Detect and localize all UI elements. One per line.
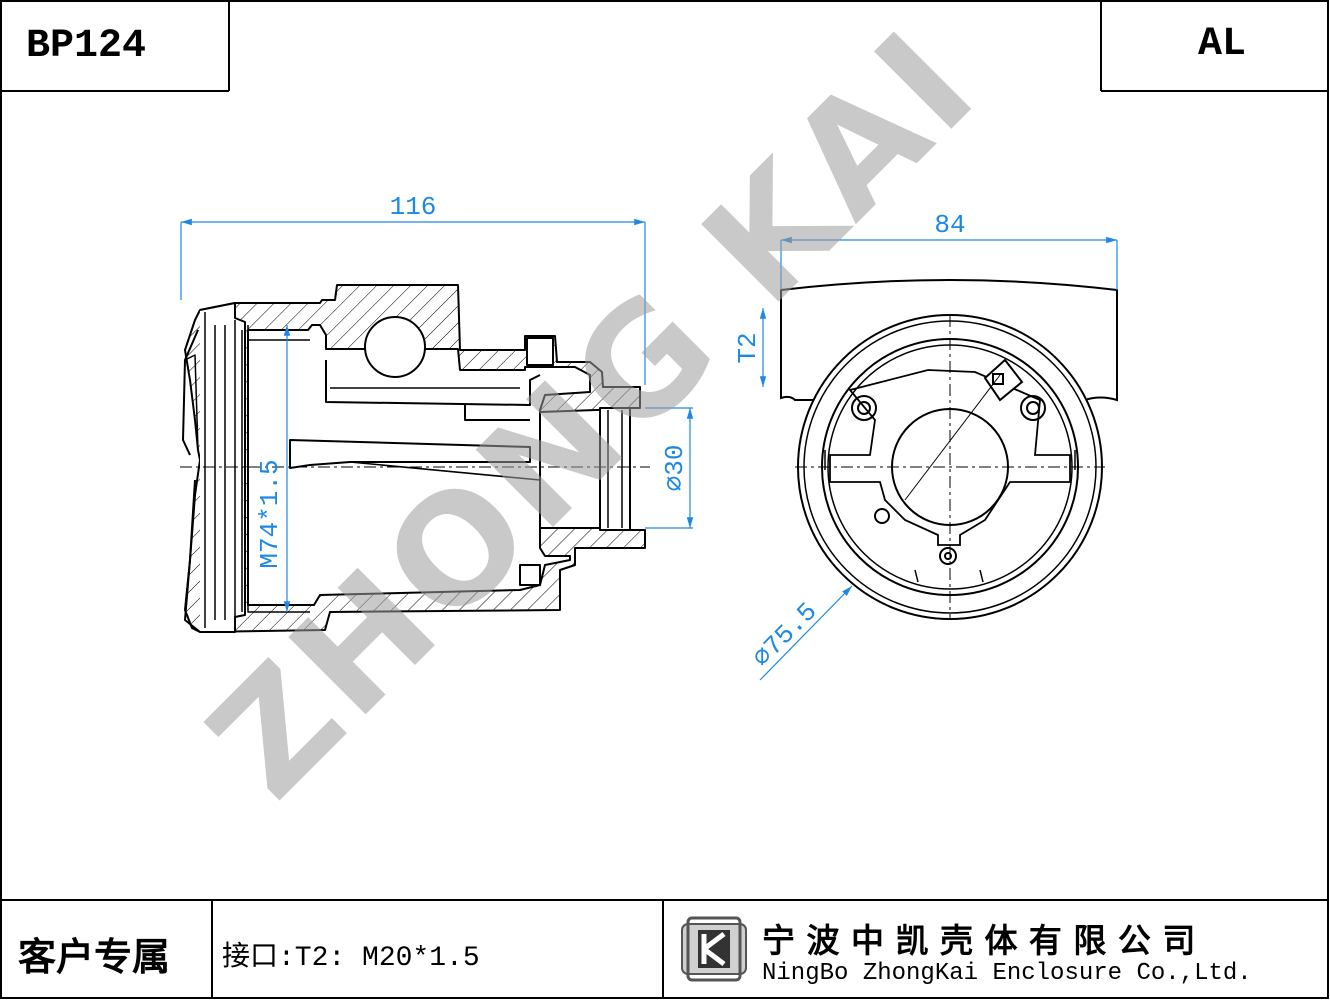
interface-spec: 接口:T2: M20*1.5 [222,943,480,974]
inner-cavity [247,324,591,606]
material-code: AL [1198,22,1247,67]
company-name-cn: 宁 波 中 凯 壳 体 有 限 公 司 [762,921,1196,960]
company-logo [681,916,747,982]
dim-84: 84 [934,210,965,240]
dim-m74-thread: M74*1.5 [255,459,285,568]
customer-exclusive-label: 客户专属 [18,935,171,979]
screw-left [851,395,877,421]
header-block [1,1,1328,92]
company-name-en: NingBo ZhongKai Enclosure Co.,Ltd. [762,960,1252,987]
title-block [1,899,1328,998]
dimensions [180,218,1118,681]
screw-right [1020,395,1046,421]
dim-t2: T2 [733,332,763,363]
bolt-hole [364,316,426,378]
dim-bore-30: ⌀30 [660,445,690,492]
front-view [780,279,1118,620]
part-number: BP124 [26,24,147,69]
section-view [180,284,650,633]
dim-116: 116 [390,192,437,222]
dim-outer-75-5: ⌀75.5 [747,597,823,673]
